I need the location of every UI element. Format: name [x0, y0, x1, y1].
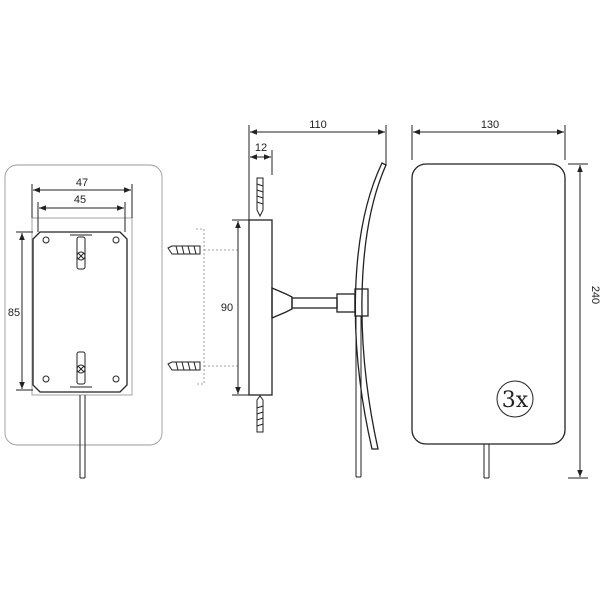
dim-label-110: 110	[309, 119, 327, 131]
plate-slot-top	[76, 236, 86, 270]
plate-hole	[112, 236, 120, 244]
arm-rod	[291, 297, 338, 309]
screw-vertical-bottom	[256, 395, 264, 433]
magnification-label: 3x	[502, 388, 529, 413]
dim-label-90: 90	[221, 302, 233, 314]
mirror-clamp	[336, 293, 356, 313]
plate-hole	[42, 236, 50, 244]
wall-outline	[4, 164, 163, 446]
wall-screw-lower	[167, 361, 240, 371]
plate-hole	[42, 375, 50, 383]
screw-icon	[76, 364, 86, 374]
wall-base-block	[248, 219, 273, 396]
dim-label-85: 85	[8, 307, 20, 319]
pivot-joint	[271, 287, 293, 319]
plate-slot-bottom	[76, 351, 86, 385]
mirror-face	[411, 163, 566, 445]
magnification-badge	[496, 380, 534, 418]
wall-plate-view: 47 45 85	[4, 164, 163, 479]
dim-label-47: 47	[76, 177, 88, 189]
mirror-front-view: 3x 130 240	[411, 119, 600, 479]
fixing-bracket	[196, 228, 205, 385]
dim-label-45: 45	[74, 194, 86, 206]
mounting-plate	[32, 231, 128, 393]
dim-label-12: 12	[255, 142, 267, 154]
screw-vertical-top	[256, 177, 264, 218]
wall-screw-upper	[167, 245, 240, 255]
plate-hole	[112, 375, 120, 383]
dim-label-240: 240	[589, 286, 600, 304]
mirror-profile	[354, 162, 387, 450]
plate-frame	[31, 217, 133, 396]
side-view: 110 12 90	[167, 119, 387, 478]
dim-label-130: 130	[481, 119, 499, 131]
screw-icon	[76, 251, 86, 261]
